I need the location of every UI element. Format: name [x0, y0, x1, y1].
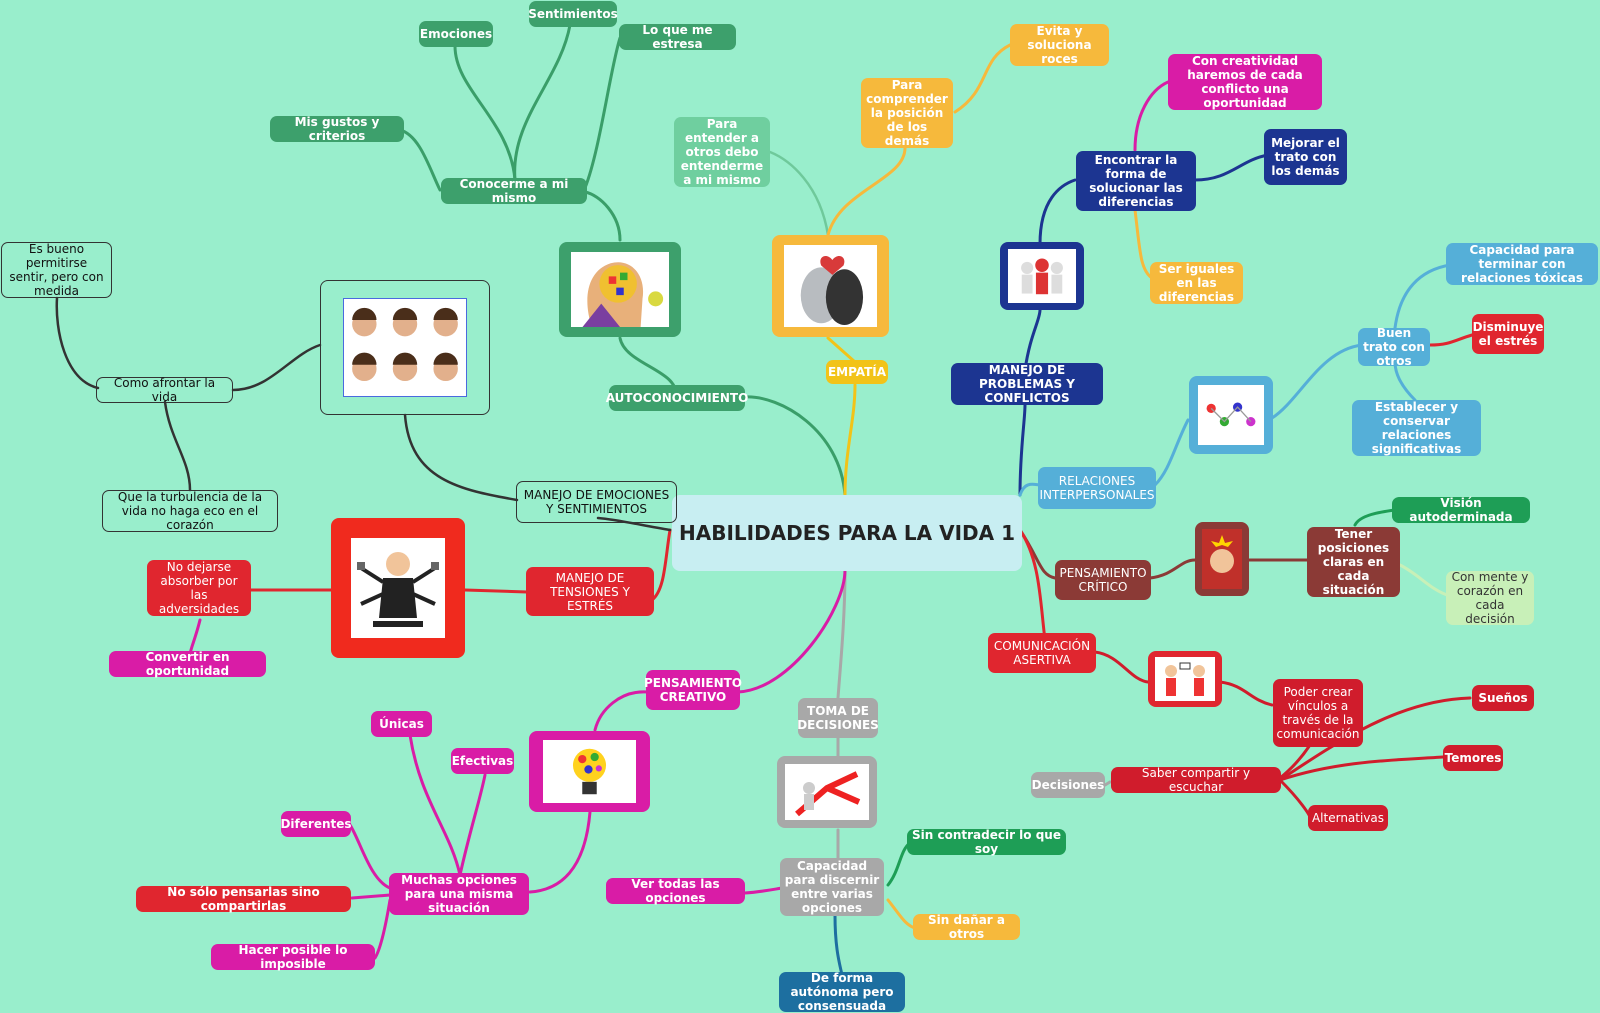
branch-toma-de-decisiones[interactable]: TOMA DE DECISIONES [797, 698, 879, 738]
branch-pensamiento-creativo[interactable]: PENSAMIENTO CREATIVO [644, 670, 742, 710]
person-thinking-puzzle-image [559, 242, 681, 337]
para-comprender-node[interactable]: Para comprender la posición de los demás [861, 78, 953, 148]
alternativas-node[interactable]: Alternativas [1308, 805, 1388, 831]
con-mente-y-corazon-node[interactable]: Con mente y corazón en cada decisión [1446, 570, 1534, 626]
decisiones-node[interactable]: Decisiones [1031, 772, 1105, 798]
vision-autoderminada-node[interactable]: Visión autoderminada [1392, 496, 1530, 524]
con-creatividad-node[interactable]: Con creatividad haremos de cada conflict… [1168, 54, 1322, 110]
branch-manejo-de-tensiones[interactable]: MANEJO DE TENSIONES Y ESTRÉS [526, 567, 654, 616]
lo-que-me-estresa-node[interactable]: Lo que me estresa [619, 23, 736, 51]
two-people-talking-image [1148, 651, 1222, 707]
conocerme-a-mi-mismo-node[interactable]: Conocerme a mi mismo [441, 177, 587, 205]
network-people-image [1189, 376, 1273, 454]
convertir-oportunidad-node[interactable]: Convertir en oportunidad [109, 650, 266, 678]
no-dejarse-absorber-node[interactable]: No dejarse absorber por las adversidades [147, 560, 251, 616]
multitasking-man-image [331, 518, 465, 658]
efectivas-node[interactable]: Efectivas [451, 748, 514, 774]
unicas-node[interactable]: Únicas [371, 711, 432, 737]
branch-manejo-de-problemas[interactable]: MANEJO DE PROBLEMAS Y CONFLICTOS [951, 363, 1103, 405]
two-people-icon [1155, 657, 1215, 701]
turbulencia-node[interactable]: Que la turbulencia de la vida no haga ec… [102, 490, 278, 532]
idea-head-image [1195, 522, 1249, 596]
couple-heart-image [772, 235, 889, 337]
lightbulb-icon [543, 740, 636, 803]
emociones-node[interactable]: Emociones [419, 21, 493, 47]
sin-danar-node[interactable]: Sin dañar a otros [913, 913, 1020, 941]
branch-comunicacion-asertiva[interactable]: COMUNICACIÓN ASERTIVA [988, 633, 1096, 673]
branch-relaciones-interpersonales[interactable]: RELACIONES INTERPERSONALES [1038, 467, 1156, 509]
lightbulb-icons-image [529, 731, 650, 812]
forma-autonoma-node[interactable]: De forma autónoma pero consensuada [779, 971, 905, 1013]
ser-iguales-node[interactable]: Ser iguales en las diferencias [1150, 262, 1243, 304]
branch-autoconocimiento[interactable]: AUTOCONOCIMIENTO [606, 385, 748, 411]
diferentes-node[interactable]: Diferentes [280, 811, 352, 837]
multitasking-man-icon [353, 538, 443, 638]
figures-icon [1008, 249, 1076, 303]
no-solo-pensarlas-node[interactable]: No sólo pensarlas sino compartirlas [136, 885, 351, 913]
tener-posiciones-node[interactable]: Tener posiciones claras en cada situació… [1307, 527, 1400, 597]
buen-trato-node[interactable]: Buen trato con otros [1358, 326, 1430, 368]
hacer-posible-node[interactable]: Hacer posible lo imposible [211, 943, 375, 971]
branch-manejo-de-emociones[interactable]: MANEJO DE EMOCIONES Y SENTIMIENTOS [516, 481, 677, 523]
muchas-opciones-node[interactable]: Muchas opciones para una misma situación [389, 873, 529, 915]
mis-gustos-node[interactable]: Mis gustos y criterios [270, 115, 404, 143]
poder-crear-vinculos-node[interactable]: Poder crear vínculos a través de la comu… [1273, 679, 1363, 747]
couple-heart-icon [784, 248, 877, 326]
como-afrontar-la-vida-node[interactable]: Como afrontar la vida [96, 376, 233, 404]
suenos-node[interactable]: Sueños [1472, 685, 1534, 711]
encontrar-forma-node[interactable]: Encontrar la forma de solucionar las dif… [1076, 151, 1196, 211]
saber-compartir-node[interactable]: Saber compartir y escuchar [1111, 766, 1281, 794]
central-topic[interactable]: HABILIDADES PARA LA VIDA 1 [672, 495, 1022, 571]
crossroads-icon [787, 764, 867, 820]
six-faces-image [320, 280, 490, 415]
evita-roces-node[interactable]: Evita y soluciona roces [1010, 24, 1109, 66]
figures-puzzle-image [1000, 242, 1084, 310]
branch-pensamiento-critico[interactable]: PENSAMIENTO CRÍTICO [1055, 560, 1151, 600]
sin-contradecir-node[interactable]: Sin contradecir lo que soy [907, 828, 1066, 856]
crossroads-arrows-image [777, 756, 877, 828]
establecer-relaciones-node[interactable]: Establecer y conservar relaciones signif… [1352, 400, 1481, 456]
temores-node[interactable]: Temores [1443, 745, 1503, 771]
es-bueno-permitirse-node[interactable]: Es bueno permitirse sentir, pero con med… [1, 242, 112, 298]
mejorar-trato-node[interactable]: Mejorar el trato con los demás [1264, 129, 1347, 185]
idea-head-icon [1202, 529, 1242, 589]
branch-empatia[interactable]: EMPATÍA [826, 360, 888, 384]
capacidad-terminar-node[interactable]: Capacidad para terminar con relaciones t… [1446, 243, 1598, 285]
network-icon [1198, 388, 1264, 442]
sentimientos-node[interactable]: Sentimientos [528, 1, 618, 27]
ver-todas-opciones-node[interactable]: Ver todas las opciones [606, 877, 745, 905]
disminuye-estres-node[interactable]: Disminuye el estrés [1472, 314, 1544, 354]
thinking-head-icon [573, 252, 667, 327]
para-entender-node[interactable]: Para entender a otros debo entenderme a … [674, 117, 770, 187]
six-faces-icon [344, 301, 466, 394]
capacidad-discernir-node[interactable]: Capacidad para discernir entre varias op… [780, 858, 884, 916]
